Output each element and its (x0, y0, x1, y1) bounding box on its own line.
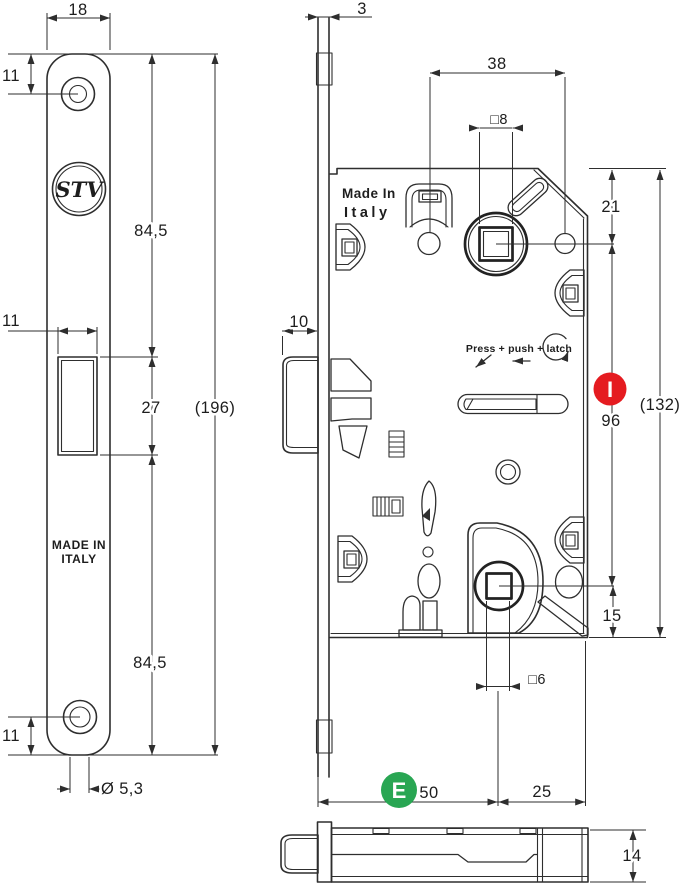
stv-logo-text: STV (55, 177, 105, 202)
side-edge-view: 3 (305, 0, 372, 778)
edge-lug-bottom-right (554, 516, 585, 564)
case-dimensions: 38 □8 21 96 15 (132) I □6 (317, 53, 682, 808)
dim-case-height: (132) (640, 396, 681, 414)
dim-top-hole-offset: 11 (2, 67, 20, 85)
dim-latch-projection: 10 (289, 313, 308, 331)
lower-spring (372, 496, 404, 517)
dim-spindle-square: □8 (490, 112, 508, 128)
case-made-in-line2: Italy (344, 205, 391, 221)
internal-side-letter: I (607, 377, 613, 402)
dim-case-depth: 14 (622, 847, 641, 865)
left-oval-cutout (417, 563, 441, 599)
latch-opening (57, 356, 98, 456)
ring-hole (495, 459, 521, 485)
dim-lower-span: 84,5 (133, 654, 167, 672)
internal-side-badge (593, 372, 627, 406)
lock-case-view: Made In Italy (282, 167, 589, 639)
dim-bottom-hole-offset: 11 (2, 727, 20, 745)
latch-projection-dimension: 10 (282, 311, 317, 355)
top-mounting-lug (405, 183, 453, 228)
press-arrow-icon (475, 354, 492, 368)
handle-return-slot (457, 393, 569, 415)
external-side-letter: E (392, 778, 407, 803)
dim-top-to-spindle: 21 (601, 198, 620, 216)
dim-latch-width: 11 (2, 312, 20, 330)
stop-foot (398, 595, 443, 638)
dim-plate-thickness: 3 (357, 0, 367, 18)
dim-backset: 50 (419, 784, 438, 802)
plate-made-in-line1: MADE IN (52, 538, 106, 552)
instruction-note: Press + push + latch (464, 333, 573, 368)
dim-thumbturn-square: □6 (528, 672, 546, 688)
edge-lug-top-left (335, 223, 366, 271)
latch-bolt (282, 356, 372, 459)
latch-bolt-profile (280, 834, 319, 874)
dim-hole-spacing: 38 (487, 55, 506, 73)
dim-latch-height: 27 (141, 399, 160, 417)
dim-upper-span: 84,5 (134, 222, 168, 240)
stv-logo (51, 161, 107, 217)
external-side-badge (381, 772, 417, 808)
front-faceplate-view: STV MADE IN ITALY (46, 53, 111, 756)
faceplate-flange-profile (316, 821, 333, 883)
bottom-edge-view: 14 (280, 821, 646, 883)
latch-rotate-arrow-icon (542, 333, 569, 362)
pivot-hole (422, 546, 434, 558)
privacy-follower-housing (467, 522, 544, 634)
dim-hole-diameter: Ø 5,3 (101, 780, 143, 798)
dim-plate-width: 18 (68, 1, 87, 19)
upper-fixing-hole (417, 231, 441, 256)
case-made-in-line1: Made In (342, 186, 396, 201)
instruction-text: Press + push + latch (466, 343, 572, 355)
corner-brace (537, 595, 589, 637)
dim-thumbturn-to-bottom: 15 (602, 607, 621, 625)
kidney-slot (507, 177, 549, 217)
latch-spring (388, 430, 405, 458)
return-lever (421, 480, 437, 537)
dim-spindle-to-thumbturn: 96 (601, 412, 620, 430)
dim-total-height: (196) (195, 399, 236, 417)
front-view-dimensions: 18 11 84,5 11 27 (196) 84,5 11 Ø 5,3 (0, 0, 237, 801)
right-oval-cutout (554, 565, 584, 599)
edge-lug-top-right (554, 269, 585, 317)
edge-lug-bottom-left (337, 535, 368, 583)
plate-made-in-line2: ITALY (61, 552, 96, 566)
dim-spindle-to-edge: 25 (532, 783, 551, 801)
